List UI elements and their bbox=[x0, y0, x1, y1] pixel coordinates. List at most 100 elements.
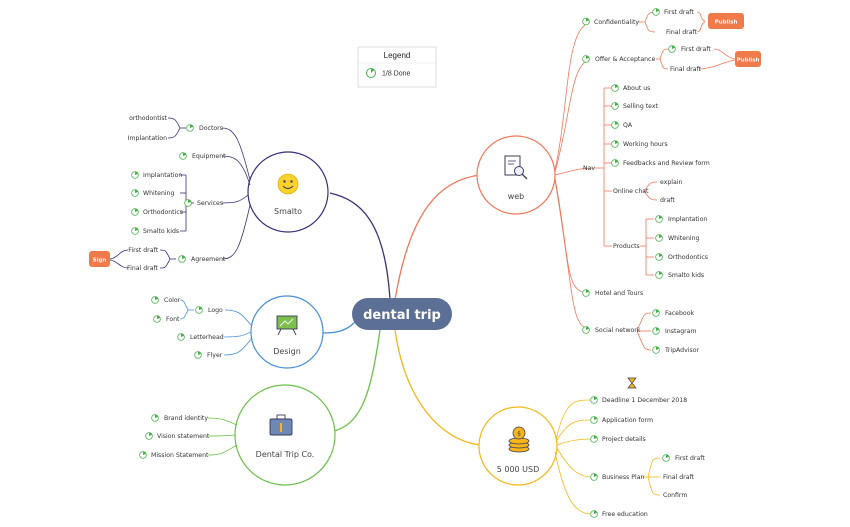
web-facebook[interactable]: Facebook bbox=[665, 310, 694, 317]
design-connectors bbox=[179, 299, 253, 356]
budget-bp-first-draft[interactable]: First draft bbox=[675, 455, 705, 462]
web-nav[interactable]: Nav bbox=[583, 165, 595, 172]
smalto-doctor-implantation[interactable]: Implantation bbox=[128, 135, 167, 142]
publish-tag[interactable]: Publish bbox=[735, 51, 761, 67]
web-product-implantation[interactable]: Implantation bbox=[668, 216, 707, 223]
progress-icon bbox=[131, 208, 139, 216]
smalto-service-smalto-kids[interactable]: Smalto kids bbox=[143, 228, 179, 235]
progress-icon bbox=[178, 255, 186, 263]
design-color[interactable]: Color bbox=[164, 297, 181, 304]
hub-web[interactable]: web bbox=[476, 135, 556, 215]
smalto-service-whitening[interactable]: Whitening bbox=[143, 190, 175, 197]
progress-icon bbox=[145, 432, 153, 440]
progress-icon bbox=[611, 102, 619, 110]
hub-web-label: web bbox=[508, 192, 525, 201]
sign-tag[interactable]: Sign bbox=[89, 251, 110, 267]
progress-icon bbox=[177, 333, 185, 341]
smalto-agreement-first-draft[interactable]: First draft bbox=[128, 247, 158, 254]
company-vision-statement[interactable]: Vision statement bbox=[157, 433, 210, 440]
design-flyer[interactable]: Flyer bbox=[207, 352, 223, 359]
web-about-us[interactable]: About us bbox=[623, 85, 650, 92]
hub-budget[interactable]: $ 5 000 USD bbox=[478, 406, 558, 486]
smalto-service-implantation[interactable]: Implantation bbox=[143, 172, 182, 179]
design-letterhead[interactable]: Letterhead bbox=[190, 334, 224, 341]
web-conf-first-draft[interactable]: First draft bbox=[664, 9, 694, 16]
legend-title: Legend bbox=[384, 51, 411, 60]
web-selling-text[interactable]: Selling text bbox=[623, 103, 658, 110]
smalto-agreement-final-draft[interactable]: Final draft bbox=[127, 265, 159, 272]
web-confidentiality[interactable]: Confidentiality bbox=[594, 19, 639, 26]
budget-business-plan[interactable]: Business Plan bbox=[602, 474, 644, 481]
progress-icon bbox=[590, 416, 598, 424]
web-qa[interactable]: QA bbox=[623, 122, 633, 129]
web-offer-acceptance[interactable]: Offer & Acceptance bbox=[595, 56, 655, 63]
web-products[interactable]: Products bbox=[613, 243, 640, 250]
web-chat-explain[interactable]: explain bbox=[660, 179, 683, 186]
smalto-agreement[interactable]: Agreement bbox=[191, 256, 226, 263]
progress-icon bbox=[582, 289, 590, 297]
web-social-network[interactable]: Social network bbox=[595, 327, 641, 334]
web-instagram[interactable]: Instagram bbox=[665, 328, 696, 335]
smalto-doctors[interactable]: Doctors bbox=[199, 125, 223, 132]
web-feedback-form[interactable]: Feedbacks and Review form bbox=[623, 160, 710, 167]
progress-icon bbox=[139, 451, 147, 459]
budget-bp-final-draft[interactable]: Final draft bbox=[663, 474, 695, 481]
progress-icon bbox=[194, 351, 202, 359]
branch-design bbox=[321, 321, 356, 334]
smalto-services[interactable]: Services bbox=[197, 200, 223, 207]
web-online-chat[interactable]: Online chat bbox=[613, 188, 649, 195]
legend-box bbox=[357, 46, 437, 88]
budget-bp-confirm[interactable]: Confirm bbox=[663, 492, 687, 499]
progress-icon bbox=[131, 171, 139, 179]
hub-smalto[interactable]: Smalto bbox=[247, 151, 329, 233]
smalto-service-orthodontics[interactable]: Orthodontics bbox=[143, 209, 183, 216]
web-offer-final-draft[interactable]: Final draft bbox=[670, 66, 702, 73]
progress-icon bbox=[195, 306, 203, 314]
progress-icon bbox=[652, 8, 660, 16]
branch-budget bbox=[394, 329, 481, 446]
publish-tag[interactable]: Publish bbox=[708, 13, 744, 29]
progress-icon bbox=[655, 253, 663, 261]
company-brand-identity[interactable]: Brand identity bbox=[164, 415, 208, 422]
progress-icon bbox=[590, 473, 598, 481]
design-font[interactable]: Font bbox=[166, 316, 180, 323]
center-label: dental trip bbox=[363, 308, 441, 323]
budget-deadline[interactable]: Deadline 1 December 2018 bbox=[602, 397, 687, 404]
smalto-orthodontist[interactable]: orthodontist bbox=[129, 115, 167, 122]
progress-icon bbox=[611, 140, 619, 148]
web-product-orthodontics[interactable]: Orthodontics bbox=[668, 254, 708, 261]
progress-icon bbox=[590, 396, 598, 404]
progress-icon bbox=[151, 296, 159, 304]
sign-tag-label: Sign bbox=[93, 258, 107, 264]
web-product-whitening[interactable]: Whitening bbox=[668, 235, 700, 242]
budget-connectors bbox=[554, 399, 661, 515]
budget-application-form[interactable]: Application form bbox=[602, 417, 653, 424]
design-subtopics: Logo Color Font Letterhead Flyer bbox=[151, 296, 224, 359]
progress-icon bbox=[655, 215, 663, 223]
budget-project-details[interactable]: Project details bbox=[602, 436, 646, 443]
web-hotel-tours[interactable]: Hotel and Tours bbox=[595, 290, 643, 297]
web-conf-final-draft[interactable]: Final draft bbox=[666, 29, 698, 36]
web-chat-draft[interactable]: draft bbox=[660, 197, 675, 204]
web-working-hours[interactable]: Working hours bbox=[623, 141, 668, 148]
presentation-board-icon bbox=[276, 315, 298, 336]
publish-tag-label: Publish bbox=[737, 58, 760, 64]
hub-company-label: Dental Trip Co. bbox=[256, 450, 315, 459]
web-tripadvisor[interactable]: TripAdvisor bbox=[664, 347, 700, 354]
smalto-equipment[interactable]: Equipment bbox=[192, 153, 226, 160]
design-logo[interactable]: Logo bbox=[208, 307, 223, 314]
progress-icon bbox=[186, 124, 194, 132]
progress-icon bbox=[131, 227, 139, 235]
budget-free-education[interactable]: Free education bbox=[602, 511, 648, 518]
web-subtopics: Confidentiality First draft Final draft … bbox=[582, 8, 761, 354]
web-offer-first-draft[interactable]: First draft bbox=[681, 46, 711, 53]
progress-icon bbox=[652, 327, 660, 335]
hourglass-icon bbox=[627, 377, 637, 389]
progress-icon bbox=[131, 189, 139, 197]
company-mission-statement[interactable]: Mission Statement bbox=[151, 452, 209, 459]
web-product-smalto-kids[interactable]: Smalto kids bbox=[668, 272, 704, 279]
hub-design[interactable]: Design bbox=[250, 295, 324, 369]
center-node[interactable]: dental trip bbox=[352, 298, 452, 330]
hub-company[interactable]: Dental Trip Co. bbox=[234, 384, 336, 486]
